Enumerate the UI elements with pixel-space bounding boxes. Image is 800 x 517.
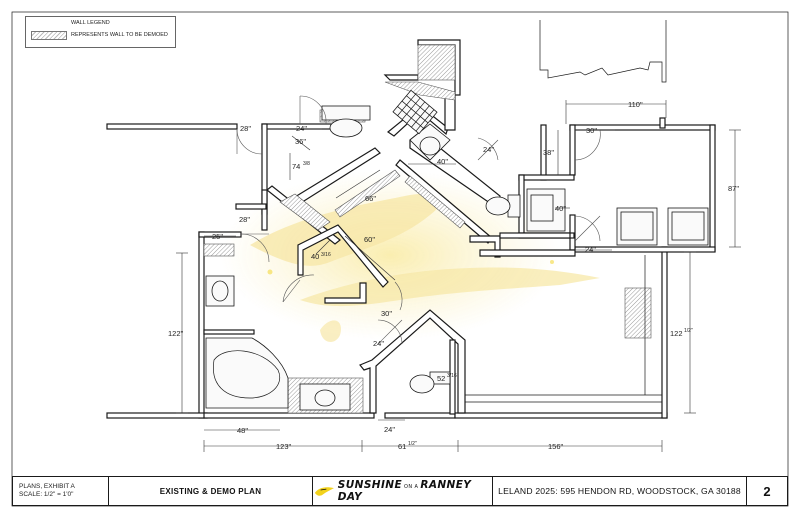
dim-30-mid: 30": [381, 309, 392, 318]
project-address: LELAND 2025: 595 HENDON RD, WOODSTOCK, G…: [493, 477, 747, 505]
fixtures: [205, 89, 709, 411]
title-block: PLANS, EXHIBIT A SCALE: 1/2" = 1'0" EXIS…: [12, 476, 788, 506]
dim-40-diag: 40: [311, 252, 319, 261]
dim-24-bottom: 24": [384, 425, 395, 434]
dimension-lines: [176, 100, 741, 452]
dim-74: 74: [292, 162, 300, 171]
legend-title: WALL LEGEND: [71, 20, 110, 26]
wall-legend: WALL LEGEND REPRESENTS WALL TO BE DEMOED: [25, 16, 176, 48]
sun-icon: [314, 487, 334, 496]
plan-scale: SCALE: 1/2" = 1'0": [19, 491, 74, 498]
dim-66: 66": [365, 194, 376, 203]
dim-52: 52: [437, 374, 445, 383]
plan-info: PLANS, EXHIBIT A SCALE: 1/2" = 1'0": [13, 477, 109, 505]
logo-sunshine: SUNSHINE: [337, 479, 403, 491]
dim-24-closet: 24": [483, 145, 494, 154]
dim-30-top: 30": [586, 126, 597, 135]
logo-on-a: ON A: [404, 484, 419, 490]
dim-110: 110": [628, 100, 643, 109]
dim-24-right: 24": [585, 245, 596, 254]
dim-87: 87": [728, 184, 739, 193]
dim-24-top: 24": [296, 124, 307, 133]
logo-ranney-day: RANNEY DAY: [337, 479, 472, 503]
dim-28-left: 28": [239, 215, 250, 224]
dim-24-mid: 24": [373, 339, 384, 348]
legend-entry: REPRESENTS WALL TO BE DEMOED: [71, 32, 168, 38]
dim-61: 61: [398, 442, 406, 451]
dim-40-frac: 3/16: [321, 252, 331, 258]
plan-exhibit: PLANS, EXHIBIT A: [19, 483, 75, 490]
dim-122-left: 122": [168, 329, 184, 338]
dim-38: 38": [543, 148, 554, 157]
sheet-border: [11, 11, 789, 507]
sheet-title: EXISTING & DEMO PLAN: [109, 477, 313, 505]
dim-52-frac: 3/16: [447, 373, 457, 379]
dim-25: 25": [212, 232, 223, 241]
dim-40-right: 40": [555, 204, 566, 213]
demo-wall-swatch: [31, 31, 67, 40]
dim-122-right-frac: 1/2": [684, 328, 693, 334]
dim-48: 48": [237, 426, 248, 435]
dimension-labels: 110" 30" 87" 38" 40" 24" 24" 40" 28" 24"…: [168, 100, 739, 451]
dim-28-top: 28": [240, 124, 251, 133]
dim-61-frac: 1/2": [408, 441, 417, 447]
sheet-number: 2: [763, 483, 771, 499]
dim-36: 36": [295, 137, 306, 146]
dim-40-vanity: 40": [437, 157, 448, 166]
dim-156: 156": [548, 442, 564, 451]
dim-60: 60": [364, 235, 375, 244]
dim-123: 123": [276, 442, 292, 451]
dim-122-right: 122: [670, 329, 683, 338]
dim-74-frac: 3/8: [303, 161, 310, 167]
